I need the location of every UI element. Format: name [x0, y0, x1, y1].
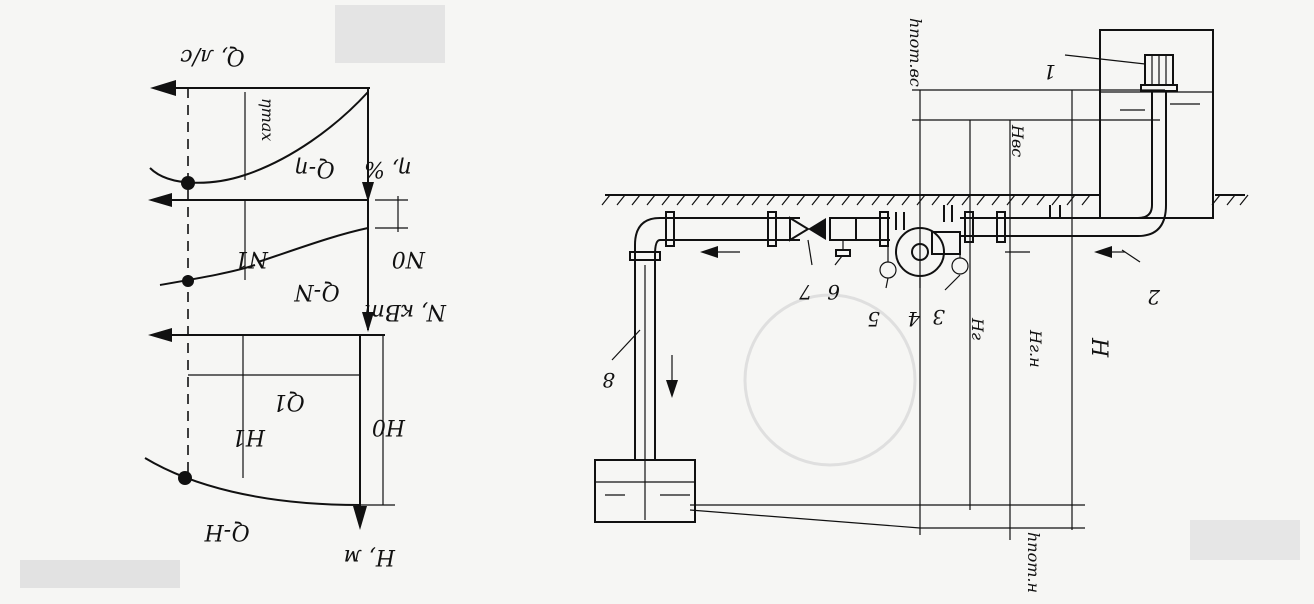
- q-axis-h-arrow: [148, 328, 172, 342]
- curve-q-h-label: Q-H: [204, 519, 250, 544]
- check-valve: [829, 217, 857, 241]
- label-h-pot-n: hпот.н: [1024, 532, 1043, 593]
- leader-8: [611, 329, 641, 361]
- ground-hatching-right: [1211, 194, 1249, 206]
- label-2: 2: [1147, 285, 1161, 309]
- n0-label: N0: [392, 246, 426, 271]
- n-axis-arrow: [362, 312, 374, 332]
- strainer-flange: [1140, 84, 1178, 92]
- label-h-g: Hг: [968, 317, 987, 340]
- suction-tank: [1099, 29, 1214, 219]
- q1-label: Q1: [273, 389, 305, 414]
- leader-2: [1121, 249, 1141, 263]
- pump-installation-scheme: 1 2 3 4 5 6 7 8 Hвс Hг Hг.н H hпот.вс hп…: [594, 18, 1249, 593]
- ground-hatching: [601, 194, 1091, 206]
- curve-q-n-label: Q-N: [294, 279, 340, 304]
- h-axis-arrow: [353, 506, 367, 530]
- axis-n-label: N, кВт: [364, 299, 447, 324]
- riser-flange: [629, 251, 661, 261]
- label-4: 4: [907, 307, 921, 331]
- label-3: 3: [932, 305, 945, 329]
- label-8: 8: [602, 368, 615, 392]
- pressure-gauge: [879, 261, 897, 279]
- gate-valve-right: [808, 218, 826, 240]
- label-h: H: [1086, 337, 1111, 358]
- eta-operating-point: [181, 176, 195, 190]
- gate-valve-left: [789, 216, 810, 242]
- label-5: 5: [867, 307, 880, 331]
- label-1: 1: [1043, 60, 1056, 84]
- q-n-curve-part1: [159, 264, 256, 286]
- sloped-line: [689, 509, 921, 529]
- q-h-curve: [144, 457, 361, 506]
- flange-b: [767, 211, 777, 247]
- q-n-curve-part2: [257, 227, 369, 263]
- leader-1: [1064, 54, 1146, 65]
- axis-eta-label: η, %: [364, 156, 412, 181]
- discharge-tank: [594, 459, 696, 523]
- eta-max-label: ηmax: [258, 98, 277, 141]
- q-axis-n-arrow: [148, 193, 172, 207]
- leader-6: [834, 255, 843, 266]
- axis-h-label: H, м: [344, 544, 396, 569]
- label-h-gn: Hг.н: [1026, 329, 1045, 368]
- flange-a: [665, 211, 675, 247]
- vacuum-gauge: [951, 257, 969, 275]
- h-operating-point: [178, 471, 192, 485]
- bleed-through-texture: [20, 5, 1300, 588]
- leader-5: [885, 277, 889, 289]
- discharge-riser-inner: [654, 239, 661, 460]
- riser-flow-arrow: [666, 380, 678, 398]
- pump-inlet: [931, 231, 961, 255]
- suction-pipe-outer: [960, 91, 1167, 237]
- pump-characteristic-graph: Q, л/с η, % N, кВт H, м Q-η Q-N Q-H ηmax…: [144, 44, 447, 569]
- leader-3: [944, 274, 961, 291]
- h0-label: H0: [372, 414, 406, 439]
- label-h-pot-vs: hпот.вс: [906, 18, 925, 87]
- suction-flow-arrow: [1094, 246, 1112, 258]
- label-h-vs: Hвс: [1008, 124, 1027, 157]
- discharge-flow-arrow: [700, 246, 718, 258]
- eta-axis-arrow: [362, 182, 374, 202]
- n1-label: N1: [235, 246, 269, 271]
- axis-q-label: Q, л/с: [180, 44, 245, 69]
- label-7: 7: [799, 280, 812, 304]
- q-axis-arrow: [150, 80, 176, 96]
- suction-pipe-inner: [960, 91, 1153, 219]
- leader-7: [807, 239, 813, 266]
- label-6: 6: [827, 280, 840, 304]
- h1-label: H1: [232, 424, 266, 449]
- curve-q-eta-label: Q-η: [296, 156, 335, 181]
- n-operating-point: [182, 275, 194, 287]
- discharge-riser-outer: [634, 217, 661, 460]
